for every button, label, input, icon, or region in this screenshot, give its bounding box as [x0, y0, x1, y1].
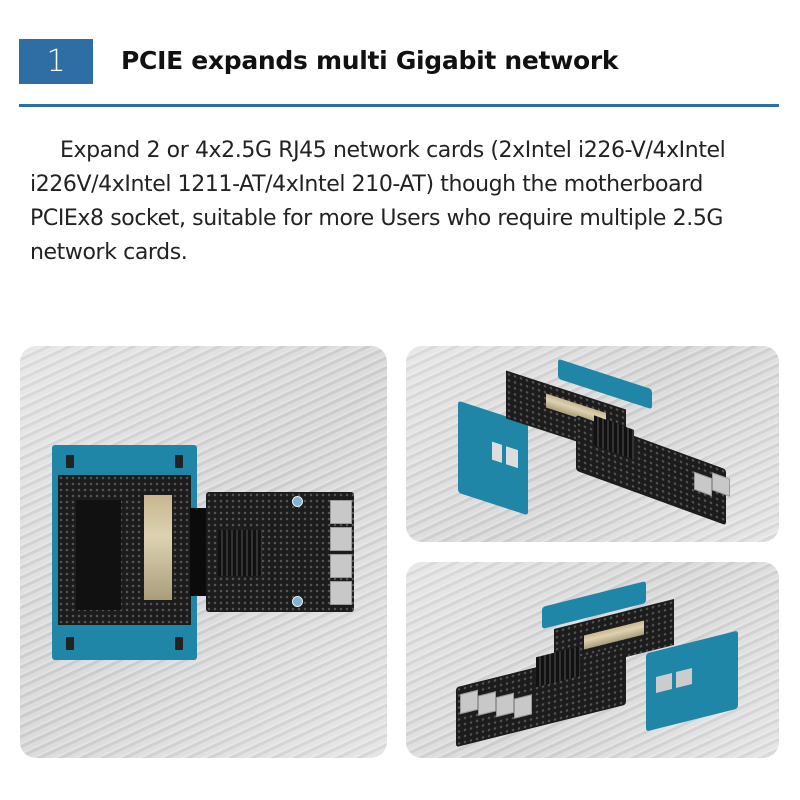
pcie-riser-connector [190, 508, 210, 596]
motherboard [58, 475, 191, 625]
heatsink [536, 646, 580, 688]
section-number-badge: 1 [19, 39, 93, 84]
expansion-card-2port [576, 414, 730, 526]
rj45-port [330, 500, 352, 524]
heatsink [594, 415, 634, 460]
title-divider [19, 104, 779, 107]
rj45-port [460, 689, 478, 715]
product-image-top-view [20, 346, 387, 758]
rj45-port [330, 527, 352, 551]
product-image-rear-angle [406, 562, 779, 758]
expansion-card-4port [456, 644, 626, 748]
mini-pc-case [52, 445, 197, 660]
section-description: Expand 2 or 4x2.5G RJ45 network cards (2… [30, 138, 726, 265]
expansion-card-4port [206, 492, 354, 612]
rj45-port [496, 692, 514, 718]
rj45-port [330, 554, 352, 578]
rj45-port [712, 472, 730, 497]
section-title: PCIE expands multi Gigabit network [121, 46, 619, 75]
rj45-port [330, 581, 352, 605]
ssd-module [144, 495, 172, 600]
rj45-port [478, 691, 496, 716]
heatsink [218, 530, 262, 576]
rj45-port [694, 471, 712, 497]
ram-module [76, 500, 121, 610]
product-image-front-angle [406, 346, 779, 542]
rj45-port [514, 694, 532, 719]
